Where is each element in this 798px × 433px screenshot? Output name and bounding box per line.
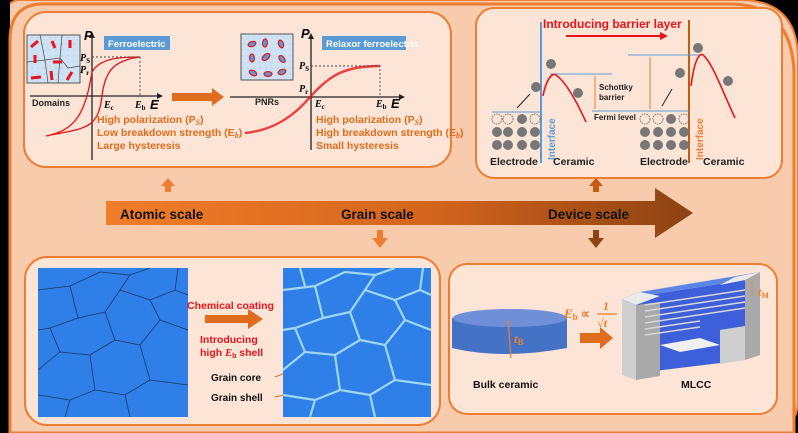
scale-label-device: Device scale — [548, 207, 630, 222]
interface-label-left: Interface — [547, 118, 558, 160]
chemical-coating-label: Chemical coating — [187, 300, 274, 312]
ferro-eb-label: Eb — [134, 100, 146, 112]
schottky-label-2: barrier — [599, 93, 624, 102]
ferro-label: Ferroelectric — [108, 39, 166, 50]
relaxor-eb-label: Eb — [375, 99, 387, 111]
ceramic-label-right: Ceramic — [703, 156, 745, 168]
ferro-pr-label: Pr — [80, 65, 89, 77]
coating-arrow — [205, 309, 263, 329]
up-arrow-atomic — [161, 178, 175, 192]
ferro-to-relaxor-arrow — [172, 88, 224, 106]
relaxor-ps-label: PS — [299, 61, 309, 73]
schottky-barrier-curve-right — [690, 53, 736, 119]
mlcc-device — [622, 272, 760, 380]
interface-label-right: Interface — [695, 118, 706, 160]
relaxor-loop — [244, 64, 381, 135]
relaxor-axis-e: E — [391, 96, 400, 111]
relaxor-prop-2: High breakdown strength (Eb) — [316, 127, 464, 140]
ferro-ps-label: PS — [80, 53, 90, 65]
up-arrow-device — [589, 178, 603, 192]
bulk-ceramic-label: Bulk ceramic — [473, 379, 539, 391]
ferro-axis-e: E — [150, 97, 159, 112]
ferro-prop-2: Low breakdown strength (Eb) — [97, 127, 242, 140]
formula-denominator: √t — [597, 316, 608, 330]
tm-label: tM — [758, 285, 769, 300]
fermi-level-label: Fermi level — [594, 113, 636, 122]
grain-microstructure-after — [282, 266, 432, 418]
electrons-right — [639, 113, 690, 150]
grain-shell-label: Grain shell — [211, 393, 263, 404]
ferro-properties: High polarization (PS) Low breakdown str… — [97, 114, 242, 152]
scale-arrow — [106, 188, 693, 238]
introducing-label: Introducing — [200, 334, 258, 346]
grain-core-label: Grain core — [211, 373, 261, 384]
relaxor-label-box — [322, 36, 406, 50]
atomic-scale-panel — [23, 11, 452, 168]
high-eb-shell-label: high Eb shell — [200, 347, 263, 360]
ferro-domains-image — [26, 34, 81, 84]
electrode-label-left: Electrode — [490, 156, 538, 168]
formula-numerator: 1 — [603, 299, 609, 313]
tb-label: tB — [514, 331, 524, 347]
barrier-arrow — [566, 32, 668, 40]
relaxor-ec-label: Ec — [314, 99, 325, 111]
electrode-label-right: Electrode — [640, 156, 688, 168]
relaxor-pr-label: Pr — [299, 84, 308, 96]
relaxor-prop-3: Small hysteresis — [316, 140, 399, 152]
electrons-left — [491, 113, 541, 150]
ferro-label-box — [104, 36, 170, 50]
ferro-domains-label: Domains — [32, 98, 70, 108]
ferro-prop-1: High polarization (PS) — [97, 114, 204, 127]
relaxor-properties: High polarization (PS) High breakdown st… — [316, 114, 464, 152]
ferro-axes — [30, 35, 160, 160]
down-arrow-grain — [372, 230, 388, 248]
barrier-layer-title: Introducing barrier layer — [543, 17, 682, 31]
relaxor-axis-p: P — [301, 26, 310, 41]
scale-label-atomic: Atomic scale — [120, 207, 204, 222]
grain-microstructure-before — [37, 267, 189, 418]
relaxor-pnrs-image — [240, 33, 294, 81]
eb-formula: Eb∝ — [563, 306, 590, 322]
ferro-axis-p: P — [84, 28, 93, 43]
ceramic-label-left: Ceramic — [553, 156, 595, 168]
down-arrow-device — [588, 230, 604, 248]
schottky-barrier-curve-left — [542, 73, 587, 123]
device-interface-panel — [475, 7, 783, 179]
relaxor-label: Relaxor ferroelectric — [326, 39, 418, 50]
mlcc-label: MLCC — [681, 379, 712, 391]
relaxor-pnrs-label: PNRs — [255, 97, 279, 107]
relaxor-prop-1: High polarization (PS) — [316, 114, 423, 127]
ferro-ec-label: Ec — [103, 100, 114, 112]
relaxor-axes — [230, 36, 402, 150]
ferro-prop-3: Large hysteresis — [97, 140, 181, 152]
bulk-to-mlcc-arrow — [580, 327, 613, 349]
scale-label-grain: Grain scale — [341, 207, 414, 222]
schottky-label-1: Schottky — [599, 83, 633, 92]
